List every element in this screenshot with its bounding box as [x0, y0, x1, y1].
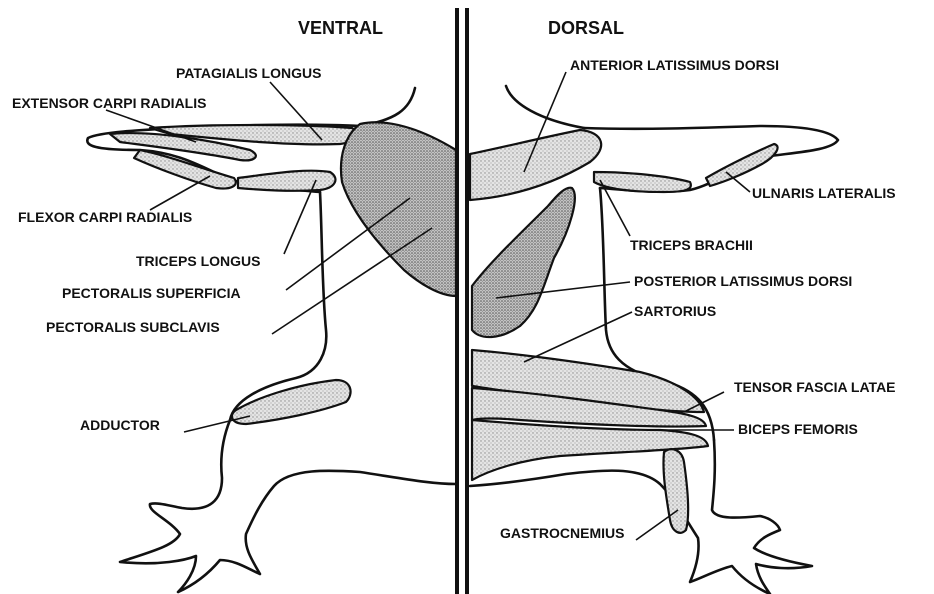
- muscle-anterior-latissimus-dorsi: [470, 130, 601, 200]
- muscle-pectoralis: [341, 122, 456, 296]
- label-biceps-femoris: BICEPS FEMORIS: [738, 421, 858, 437]
- label-patagialis-longus: PATAGIALIS LONGUS: [176, 65, 321, 81]
- muscle-ulnaris-lateralis: [706, 144, 778, 186]
- label-anterior-latissimus-dorsi: ANTERIOR LATISSIMUS DORSI: [570, 57, 779, 73]
- label-sartorius: SARTORIUS: [634, 303, 716, 319]
- leader-flexor-carpi-radialis: [150, 176, 210, 210]
- muscle-posterior-latissimus-dorsi: [472, 188, 575, 337]
- muscle-adductor: [232, 380, 351, 424]
- label-tensor-fascia-latae: TENSOR FASCIA LATAE: [734, 379, 896, 395]
- muscle-triceps-longus: [238, 171, 335, 191]
- muscle-gastrocnemius: [663, 449, 688, 533]
- label-flexor-carpi-radialis: FLEXOR CARPI RADIALIS: [18, 209, 192, 225]
- label-pectoralis-superficia: PECTORALIS SUPERFICIA: [62, 285, 241, 301]
- heading-ventral: VENTRAL: [298, 18, 383, 38]
- heading-dorsal: DORSAL: [548, 18, 624, 38]
- leader-pectoralis-subclavis: [272, 228, 432, 334]
- label-triceps-longus: TRICEPS LONGUS: [136, 253, 260, 269]
- label-gastrocnemius: GASTROCNEMIUS: [500, 525, 624, 541]
- label-triceps-brachii: TRICEPS BRACHII: [630, 237, 753, 253]
- label-adductor: ADDUCTOR: [80, 417, 160, 433]
- label-extensor-carpi-radialis: EXTENSOR CARPI RADIALIS: [12, 95, 206, 111]
- label-posterior-latissimus-dorsi: POSTERIOR LATISSIMUS DORSI: [634, 273, 852, 289]
- label-pectoralis-subclavis: PECTORALIS SUBCLAVIS: [46, 319, 220, 335]
- label-ulnaris-lateralis: ULNARIS LATERALIS: [752, 185, 896, 201]
